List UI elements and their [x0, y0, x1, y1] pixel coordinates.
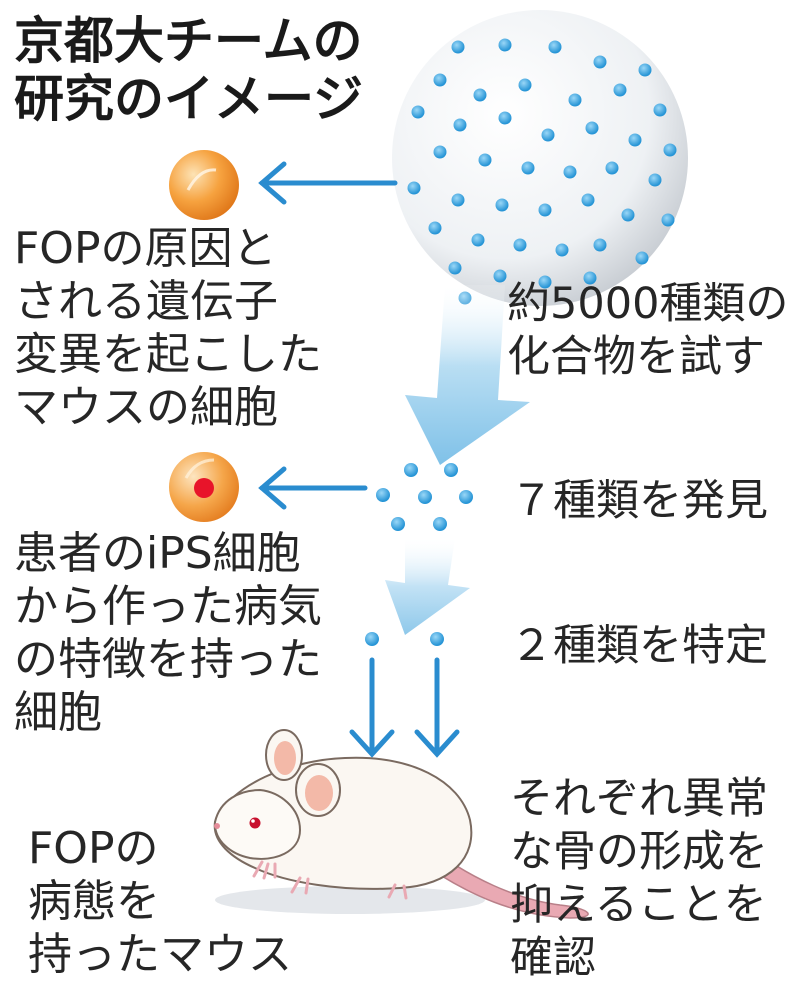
compound-dot	[448, 261, 462, 275]
compound-dot	[593, 55, 607, 69]
orange-cell-icon	[169, 150, 239, 220]
compound-dot	[521, 161, 535, 175]
funnel-arrow-2	[385, 538, 470, 635]
step-compounds-label: 約5000種類の 化合物を試す	[507, 279, 789, 382]
arrow-to-ips-cell	[258, 466, 368, 510]
compound-dot	[581, 193, 595, 207]
compound-dot	[593, 238, 607, 252]
compound-dot	[653, 103, 667, 117]
compound-dot	[433, 73, 447, 87]
compound-dot	[563, 165, 577, 179]
compound-dot	[498, 111, 512, 125]
ips-cell-icon	[169, 452, 239, 522]
compound-dot	[478, 153, 492, 167]
step-seven-label: ７種類を発見	[510, 476, 768, 526]
compound-dot	[538, 203, 552, 217]
compound-dot	[541, 128, 555, 142]
compound-dot	[538, 275, 552, 289]
arrow-to-mouse-cell	[258, 161, 398, 205]
fop-mouse-label: FOPの 病態を 持ったマウス	[28, 823, 292, 980]
ips-cell-label: 患者のiPS細胞 から作った病気 の特徴を持った 細胞	[14, 528, 322, 738]
compound-dot	[428, 221, 442, 235]
funnel-arrow-1	[405, 285, 530, 465]
compound-dot	[548, 40, 562, 54]
compound-dot	[451, 40, 465, 54]
compound-dot	[613, 83, 627, 97]
compound-dot	[473, 88, 487, 102]
compound-dot	[493, 269, 507, 283]
seven-compound-dots	[376, 463, 473, 531]
compound-dot	[433, 145, 447, 159]
step-two-label: ２種類を特定	[510, 621, 768, 671]
compound-dot	[495, 198, 509, 212]
arrows-to-mouse	[349, 657, 460, 758]
compound-dot	[663, 143, 677, 157]
compound-dot	[568, 93, 582, 107]
compound-dot	[635, 251, 649, 265]
compound-dot	[661, 213, 675, 227]
mouse-icon	[213, 729, 589, 919]
compound-dot	[518, 78, 532, 92]
compound-dot	[638, 63, 652, 77]
compound-dot	[498, 38, 512, 52]
compound-dot	[411, 105, 425, 119]
compound-dot	[648, 173, 662, 187]
compound-dot	[453, 118, 467, 132]
compound-dot	[407, 181, 421, 195]
compound-dot	[585, 121, 599, 135]
diagram-title: 京都大チームの 研究のイメージ	[14, 12, 363, 128]
compound-dot	[583, 271, 597, 285]
compound-dot	[471, 233, 485, 247]
mouse-cell-label: FOPの原因と される遺伝子 変異を起こした マウスの細胞	[14, 223, 322, 433]
compound-dot	[621, 208, 635, 222]
compound-sphere	[392, 10, 688, 306]
compound-dot	[513, 238, 527, 252]
step-confirm-label: それぞれ異常 な骨の形成を 抑えることを 確認	[510, 774, 768, 983]
two-compound-dots	[365, 632, 444, 646]
compound-dot	[605, 161, 619, 175]
compound-dot	[555, 243, 569, 257]
compound-dot	[628, 133, 642, 147]
compound-dot	[451, 193, 465, 207]
